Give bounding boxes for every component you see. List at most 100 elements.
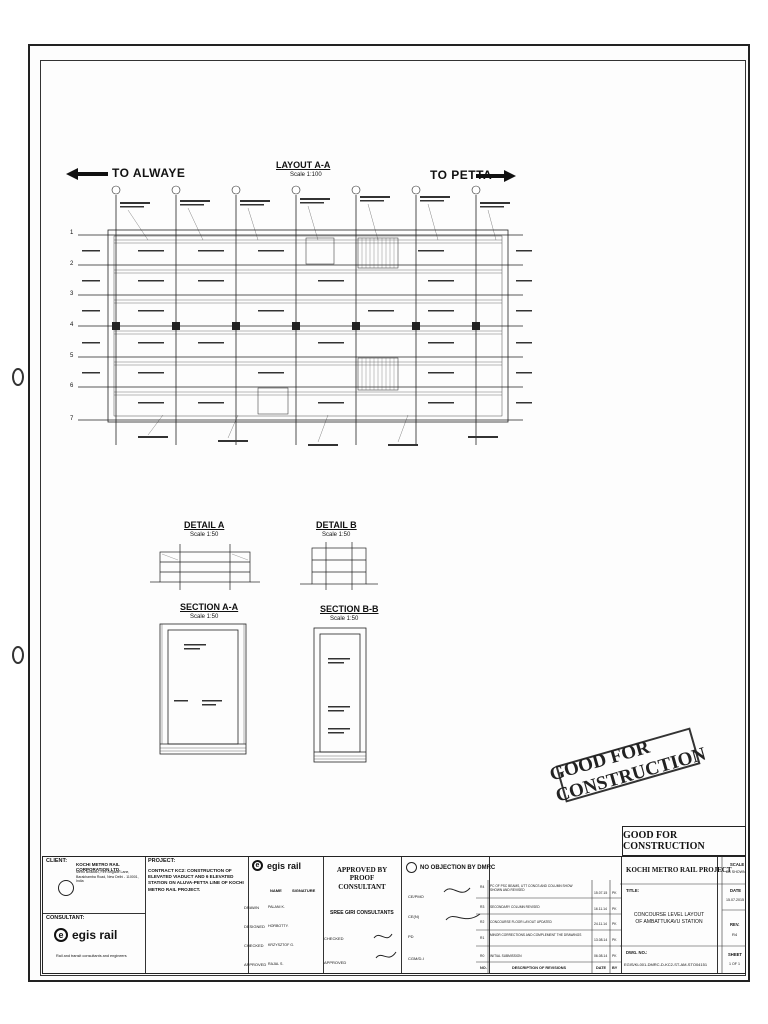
- drawing-title: CONCOURSE LEVEL LAYOUT OF AMBATTUKAVU ST…: [633, 912, 705, 925]
- direction-right-label: TO PETTA: [430, 168, 493, 182]
- client-name: KOCHI METRO RAIL CORPORATION LTD.: [76, 862, 121, 872]
- rev-header-date: DATE: [596, 966, 607, 970]
- grid-row-1: 1: [70, 230, 74, 236]
- rev-header-desc: DESCRIPTION OF REVISIONS: [512, 966, 567, 970]
- detail-a-scale: Scale 1:50: [190, 532, 219, 538]
- egis-small-logo: e egis rail: [252, 860, 301, 871]
- grid-row-2: 2: [70, 261, 74, 267]
- date-label: DATE: [730, 888, 742, 893]
- layout-scale: Scale 1:100: [290, 172, 322, 178]
- grid-row-3: 3: [70, 291, 74, 297]
- name-designed: HORBOTTY.: [268, 924, 289, 928]
- name-drawn: PALANI K.: [268, 905, 285, 909]
- proof-checked-label: CHECKED: [324, 936, 344, 941]
- proof-consultant-name: SREE GIRI CONSULTANTS: [330, 910, 394, 916]
- egis-logo-icon: e: [54, 928, 68, 942]
- signature-image: [373, 933, 397, 959]
- role-drawn: DRAWN: [244, 905, 259, 910]
- project-name: KOCHI METRO RAIL PROJECT: [626, 866, 732, 874]
- client-logo-icon: [58, 880, 74, 896]
- grid-row-6: 6: [70, 383, 74, 389]
- layout-plan-drawing: [78, 185, 532, 446]
- consultant-tagline: Rail and transit consultants and enginee…: [56, 954, 127, 958]
- role-designed: DESIGNED: [244, 924, 265, 929]
- rev-by-r3: PK: [612, 907, 617, 911]
- no-objection-dmrc: NO OBJECTION BY DMRC: [406, 862, 495, 873]
- gfc-header: GOOD FOR CONSTRUCTION: [622, 826, 746, 856]
- revision-row-r0: INITIAL SUBMISSION: [490, 954, 522, 958]
- date-value: 15.07.2015: [726, 898, 744, 902]
- dmrc-role-4: CGM/D-I: [408, 956, 424, 961]
- direction-left-label: TO ALWAYE: [112, 166, 186, 180]
- client-label: CLIENT:: [46, 858, 68, 864]
- grid-row-4: 4: [70, 322, 74, 328]
- client-address: Metro Bhawan, Fire Brigade Lane, Barakha…: [76, 870, 139, 884]
- project-label: PROJECT:: [148, 858, 176, 864]
- rev-value: R4: [732, 932, 738, 937]
- punch-hole-icon: [12, 368, 24, 386]
- dmrc-role-3: PD: [408, 934, 414, 939]
- rev-no-r3: R3: [480, 905, 485, 909]
- detail-b-drawing: [300, 542, 378, 590]
- punch-hole-icon: [12, 646, 24, 664]
- egis-small-icon: e: [252, 860, 263, 871]
- rev-no-r2: R2: [480, 920, 485, 924]
- detail-b-title: DETAIL B: [316, 520, 357, 530]
- role-approved: APPROVED: [244, 962, 267, 967]
- dwg-number: EGIS/KL001-DMRC-D-KC2-ST-AM-STO04151: [624, 962, 708, 967]
- rev-date-r2: 24.11.14: [594, 922, 607, 926]
- rev-date-r1: 13.08.14: [594, 938, 608, 942]
- scale-value: AS SHOWN: [726, 870, 746, 874]
- signature-column-header: SIGNATURE: [292, 888, 316, 893]
- sheet-label: SHEET: [728, 952, 742, 957]
- dmrc-signature-image: [443, 887, 481, 921]
- rev-label: REV.: [730, 922, 740, 927]
- revision-row-r4: PC OF PSC BEAMS, UTT CONCS AND COLUMN SH…: [490, 884, 573, 892]
- rev-by-r4: PK: [612, 891, 617, 895]
- consultant-name: egis rail: [72, 928, 118, 942]
- rev-header-by: BY: [612, 966, 618, 970]
- rev-date-r4: 15.07.15: [594, 891, 608, 895]
- proof-approved-label: APPROVED: [324, 960, 347, 965]
- revision-grid: [476, 880, 622, 974]
- title-right-grid: [620, 856, 746, 974]
- consultant-logo: e egis rail: [54, 928, 117, 942]
- right-arrow-icon: [476, 170, 516, 182]
- rev-by-r0: PK: [612, 954, 617, 958]
- rev-no-r1: R1: [480, 936, 485, 940]
- name-column-header: NAME: [270, 888, 282, 893]
- rev-header-no: NO.: [480, 966, 487, 970]
- revision-row-r3: SECONDARY COLUMN REVISED: [490, 905, 540, 909]
- grid-row-5: 5: [70, 353, 74, 359]
- detail-b-scale: Scale 1:50: [322, 532, 351, 538]
- layout-title: LAYOUT A-A: [276, 160, 331, 170]
- title-block: [42, 856, 746, 974]
- dwg-label: DWG. NO.:: [626, 950, 648, 955]
- project-text: CONTRACT KC2: CONSTRUCTION OF ELEVATED V…: [148, 868, 244, 892]
- revision-row-r2: CONCOURSE FLOOR LAYOUT UPDATED: [490, 920, 552, 924]
- drawing-border: [40, 60, 746, 976]
- proof-consultant-approval: APPROVED BY PROOF CONSULTANT: [336, 866, 388, 891]
- detail-a-drawing: [150, 544, 260, 590]
- rev-by-r2: PK: [612, 922, 617, 926]
- dmrc-role-1: CE/PMO: [408, 894, 424, 899]
- section-bb-scale: Scale 1:50: [330, 616, 359, 622]
- section-aa-scale: Scale 1:50: [190, 614, 219, 620]
- rev-date-r3: 16.11.14: [594, 907, 607, 911]
- detail-a-title: DETAIL A: [184, 520, 225, 530]
- section-aa-drawing: [159, 623, 247, 755]
- name-checked: KRZYSZTOF G.: [268, 943, 295, 947]
- sheet-value: 1 OF 1: [729, 962, 740, 966]
- drawing-sheet: [28, 44, 750, 982]
- scale-label: SCALE: [730, 862, 745, 867]
- rev-by-r1: PK: [612, 938, 617, 942]
- grid-row-7: 7: [70, 416, 74, 422]
- revision-row-r1: MINOR CORRECTIONS AND COMPLEMENT THE DRA…: [490, 933, 582, 937]
- rev-no-r0: R0: [480, 954, 485, 958]
- rev-no-r4: R4: [480, 885, 485, 889]
- dmrc-role-2: CE(N): [408, 914, 420, 919]
- consultant-label: CONSULTANT:: [46, 915, 85, 921]
- rev-date-r0: 06.08.14: [594, 954, 608, 958]
- section-bb-drawing: [313, 627, 367, 763]
- title-label: TITLE:: [626, 888, 640, 893]
